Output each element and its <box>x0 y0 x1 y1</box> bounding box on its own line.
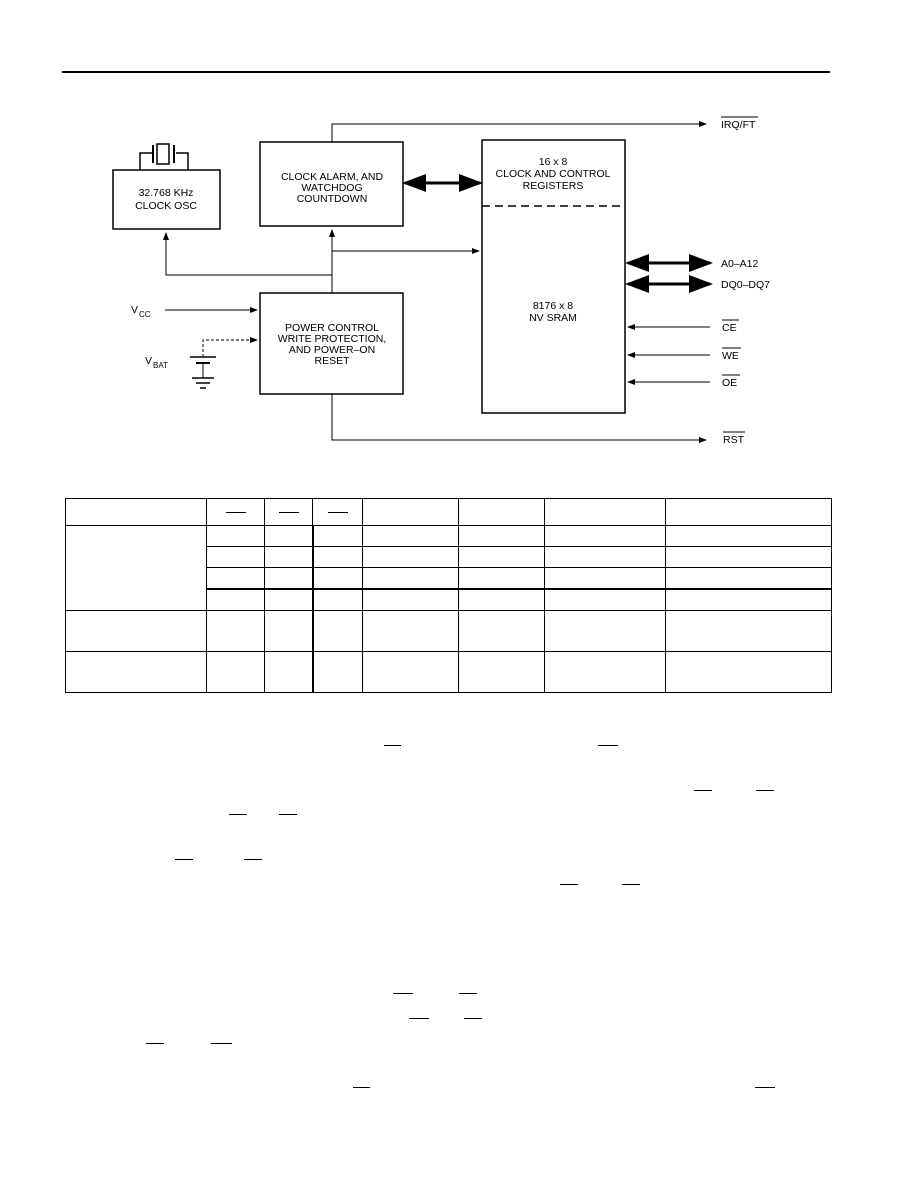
truth-table <box>65 498 832 693</box>
memory-block: 16 x 8 CLOCK AND CONTROL REGISTERS 8176 … <box>481 139 626 414</box>
header-cell <box>544 498 666 526</box>
address-label: A0–A12 <box>721 258 759 270</box>
header-cell <box>665 498 832 526</box>
block-diagram: 32.768 KHz CLOCK OSC CLOCK ALARM, AND WA… <box>112 116 770 446</box>
svg-text:AND POWER–ON: AND POWER–ON <box>289 344 375 356</box>
battery-icon <box>190 337 258 389</box>
ce-label: CE <box>722 322 737 334</box>
svg-text:BAT: BAT <box>153 361 168 370</box>
header-cell <box>312 498 363 526</box>
vcc-label: V <box>131 304 138 316</box>
table-cell <box>65 525 207 611</box>
crystal-icon <box>139 143 189 170</box>
table-header-row <box>65 498 832 526</box>
table-row <box>65 610 832 652</box>
svg-text:COUNTDOWN: COUNTDOWN <box>297 193 368 205</box>
table-row <box>65 651 832 693</box>
header-cell <box>458 498 545 526</box>
table-row <box>65 525 832 611</box>
table-row <box>66 546 832 568</box>
registers-label-3: REGISTERS <box>523 180 584 192</box>
we-label: WE <box>722 350 739 362</box>
irq-label: IRQ/FT <box>721 119 756 131</box>
svg-text:POWER CONTROL: POWER CONTROL <box>285 322 379 334</box>
sram-label-2: NV SRAM <box>529 312 577 324</box>
registers-label-1: 16 x 8 <box>539 156 568 168</box>
vbat-label: V <box>145 355 152 367</box>
rst-line <box>331 394 707 443</box>
svg-text:RESET: RESET <box>314 355 350 367</box>
rst-label: RST <box>723 434 745 446</box>
svg-text:CLOCK ALARM, AND: CLOCK ALARM, AND <box>281 171 384 183</box>
header-cell <box>362 498 459 526</box>
svg-text:CC: CC <box>139 310 151 319</box>
svg-text:WATCHDOG: WATCHDOG <box>301 182 362 194</box>
oe-label: OE <box>722 377 737 389</box>
sram-label-1: 8176 x 8 <box>533 300 573 312</box>
clock-alarm-block: CLOCK ALARM, AND WATCHDOG COUNTDOWN <box>259 141 404 227</box>
header-rule <box>62 71 830 73</box>
table-row <box>66 567 832 590</box>
header-cell <box>206 498 265 526</box>
svg-text:WRITE PROTECTION,: WRITE PROTECTION, <box>278 333 387 345</box>
power-to-osc-line <box>163 232 332 276</box>
header-cell <box>264 498 313 526</box>
osc-label-2: CLOCK OSC <box>135 200 197 212</box>
table-cell <box>206 525 265 547</box>
oscillator-block: 32.768 KHz CLOCK OSC <box>112 169 221 230</box>
irq-line <box>331 121 707 142</box>
osc-label-1: 32.768 KHz <box>139 187 194 199</box>
data-label: DQ0–DQ7 <box>721 279 770 291</box>
power-control-block: POWER CONTROL WRITE PROTECTION, AND POWE… <box>259 292 404 395</box>
header-cell <box>65 498 207 526</box>
registers-label-2: CLOCK AND CONTROL <box>496 168 611 180</box>
